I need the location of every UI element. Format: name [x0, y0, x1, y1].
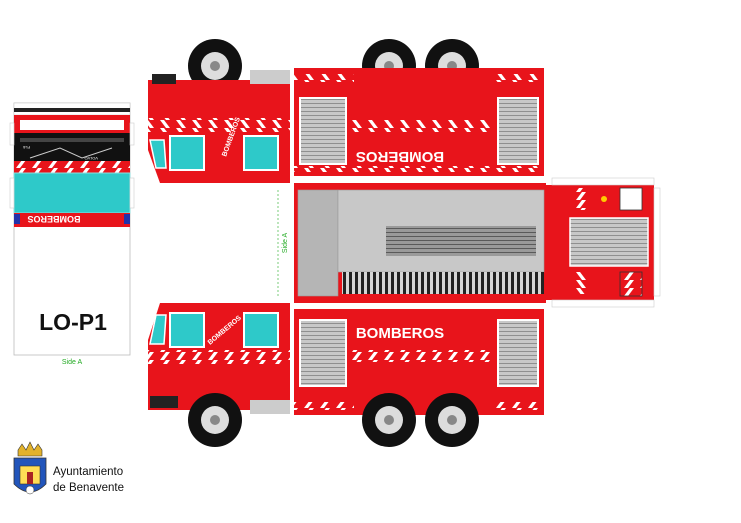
plate-number: LO-P1	[39, 309, 107, 335]
bottom-body-bomberos: BOMBEROS	[356, 325, 444, 342]
top-body-bomberos: BOMBEROS	[356, 148, 444, 165]
benavente-coat-of-arms	[13, 441, 47, 495]
truck-roof: Side A	[277, 177, 661, 308]
front-volvo-text: VOLVO	[85, 156, 99, 161]
bottom-front-wheel	[188, 393, 242, 447]
front-fl6-text: FL6	[22, 145, 30, 150]
logo-line-2: de Benavente	[53, 482, 124, 494]
truck-side-bottom: BOMBEROS BOMBEROS	[148, 303, 544, 447]
bottom-rear-wheel-1	[362, 393, 416, 447]
truck-side-top: BOMBEROS BOMBEROS	[148, 39, 544, 183]
front-bomberos-label: BOMBEROS	[27, 214, 80, 224]
side-a-label-front: Side A	[62, 359, 83, 366]
side-a-label-middle: Side A	[282, 233, 289, 254]
bottom-rear-wheel-2	[425, 393, 479, 447]
front-panel: VOLVO FL6 BOMBEROS LO-P1 Side A	[9, 102, 135, 366]
logo-line-1: Ayuntamiento	[53, 466, 123, 478]
top-front-wheel	[188, 39, 242, 93]
